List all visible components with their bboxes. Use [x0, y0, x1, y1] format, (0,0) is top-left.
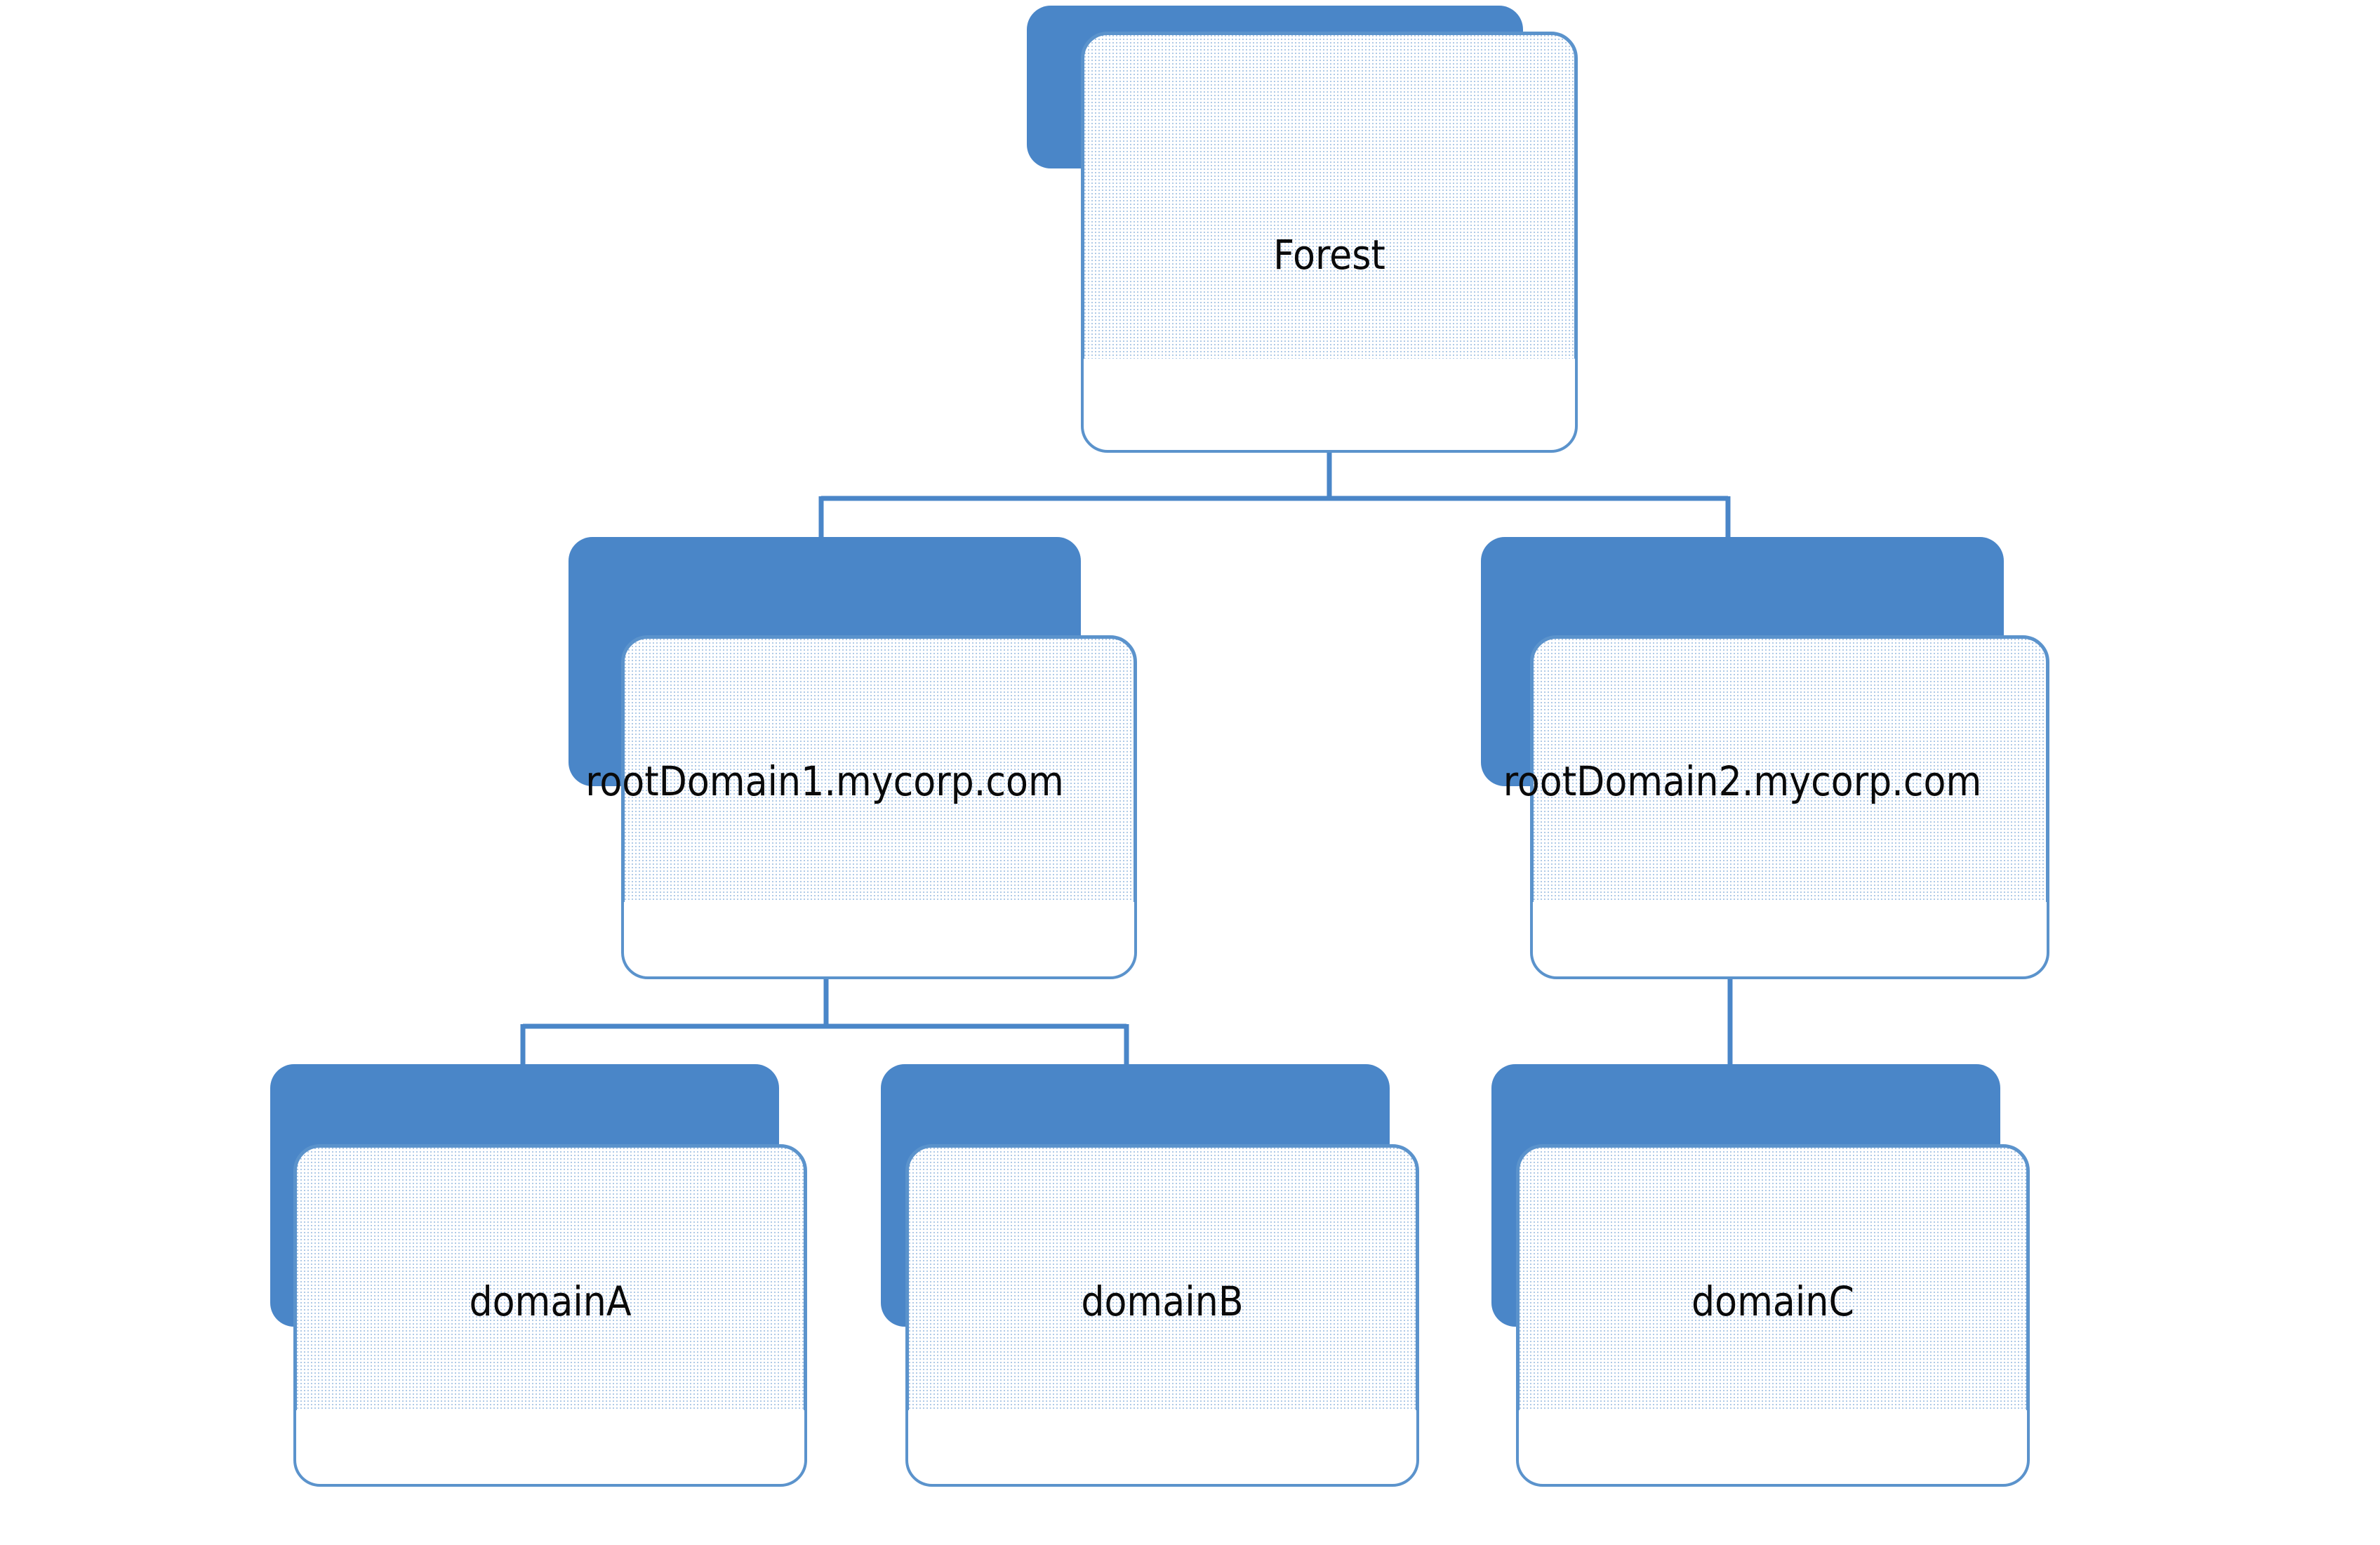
node-root-domain-1[interactable]: rootDomain1.mycorp.com	[569, 537, 1151, 993]
node-domain-b[interactable]: domainB	[881, 1064, 1435, 1499]
node-domain-c[interactable]: domainC	[1491, 1064, 2046, 1499]
node-root-domain-1-card	[621, 635, 1137, 979]
node-forest-card	[1081, 32, 1578, 453]
node-domain-b-card	[905, 1144, 1419, 1487]
node-domain-c-label: domainC	[1691, 1278, 1854, 1325]
node-root-domain-2[interactable]: rootDomain2.mycorp.com	[1481, 537, 2063, 993]
node-root-domain-2-card	[1530, 635, 2049, 979]
node-forest[interactable]: Forest	[1027, 6, 1588, 469]
node-root-domain-2-label: rootDomain2.mycorp.com	[1503, 757, 1982, 805]
node-root-domain-1-label: rootDomain1.mycorp.com	[585, 757, 1064, 805]
node-domain-a-card	[293, 1144, 807, 1487]
node-forest-label: Forest	[1273, 231, 1385, 279]
node-domain-a[interactable]: domainA	[270, 1064, 825, 1499]
node-domain-a-label: domainA	[469, 1278, 632, 1325]
node-domain-c-card	[1516, 1144, 2030, 1487]
node-domain-b-label: domainB	[1081, 1278, 1244, 1325]
